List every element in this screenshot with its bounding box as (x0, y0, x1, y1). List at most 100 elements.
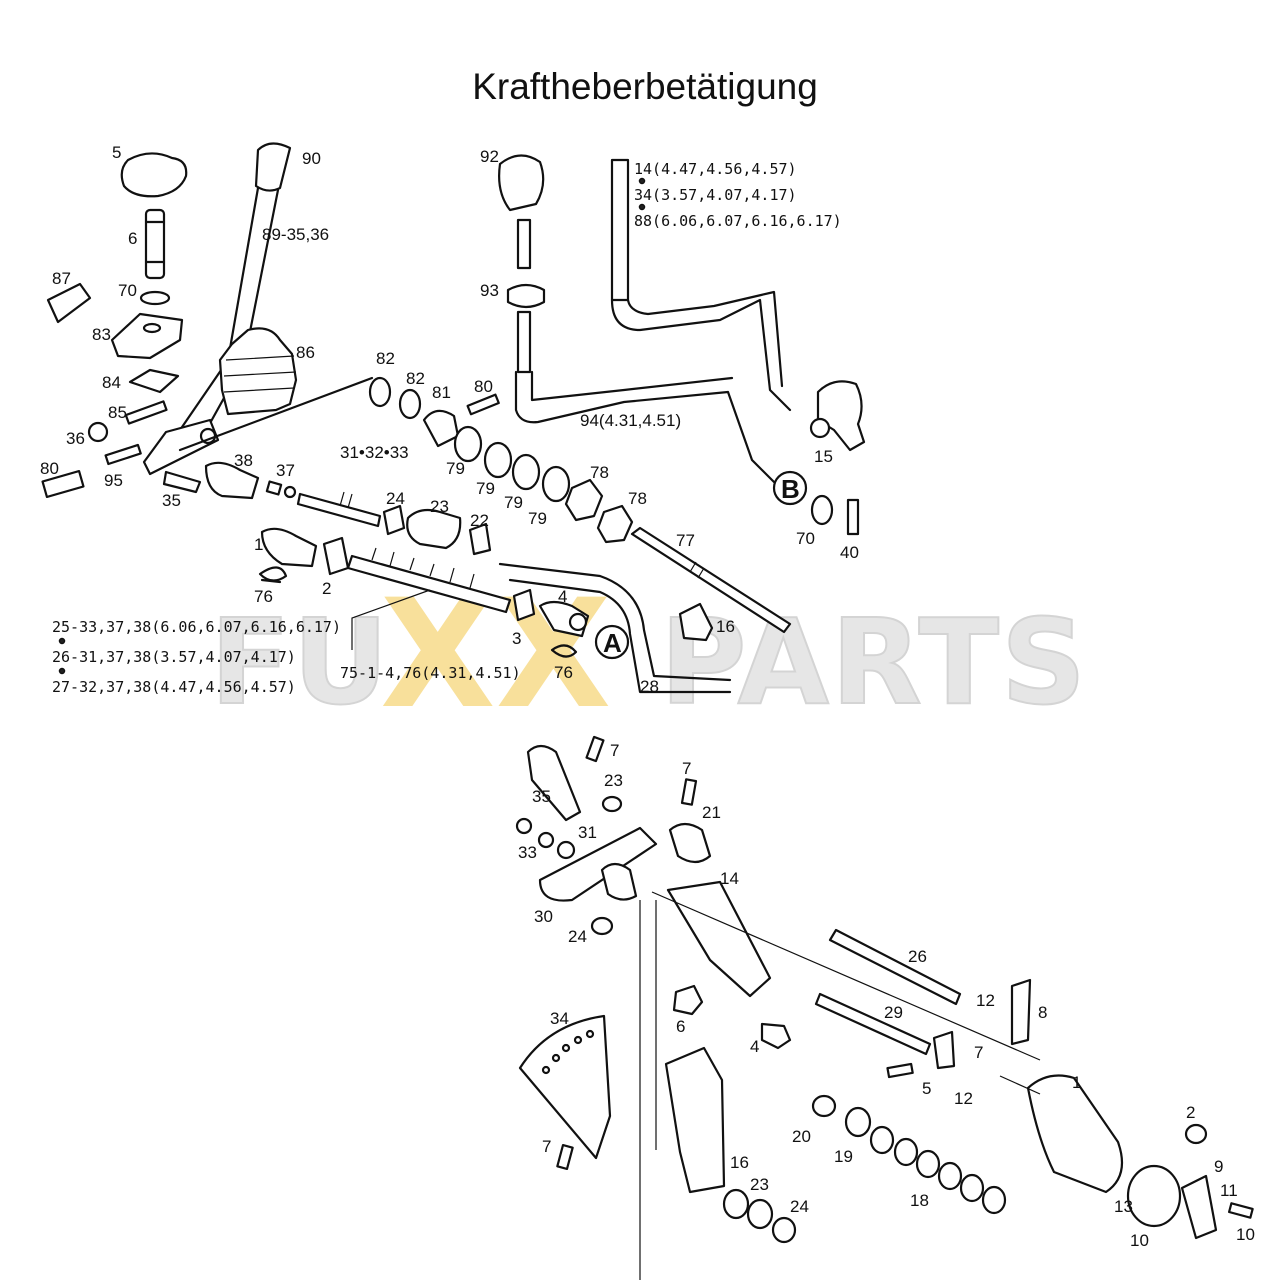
label-6: 6 (128, 229, 137, 248)
label-84: 84 (102, 373, 121, 392)
label-lower-5: 5 (922, 1079, 931, 1098)
note-top-2: 34(3.57,4.07,4.17) (634, 186, 797, 204)
watermark-right: PARTS (660, 593, 1088, 731)
label-lower-13: 13 (1114, 1197, 1133, 1216)
part-16-lower-lever (664, 1046, 726, 1194)
part-81-spacer (422, 409, 460, 448)
part-77-rod (630, 526, 792, 634)
part-6-nut (672, 984, 704, 1016)
part-80-sleeve (41, 469, 85, 499)
label-75-group: 75-1-4,76(4.31,4.51) (340, 664, 521, 682)
label-79d: 79 (528, 509, 547, 528)
label-79c: 79 (504, 493, 523, 512)
part-8-lever (1010, 978, 1032, 1046)
callout-B (772, 470, 808, 506)
part-37-washer (283, 485, 297, 499)
label-87: 87 (52, 269, 71, 288)
label-lower-35: 35 (532, 787, 551, 806)
label-85: 85 (108, 403, 127, 422)
part-23-sleeve (406, 508, 462, 550)
note-top-3: 88(6.06,6.07,6.16,6.17) (634, 212, 842, 230)
label-24: 24 (386, 489, 405, 508)
label-1: 1 (254, 535, 263, 554)
label-36: 36 (66, 429, 85, 448)
label-31-group: 31•32•33 (340, 443, 409, 462)
label-79b: 79 (476, 479, 495, 498)
part-1-knob (260, 527, 318, 568)
label-80-right: 80 (474, 377, 493, 396)
part-6-stud (144, 208, 166, 280)
label-lower-24b: 24 (790, 1197, 809, 1216)
callout-B-label: B (781, 474, 800, 504)
label-lower-6: 6 (676, 1017, 685, 1036)
watermark-mid: XX (380, 568, 611, 742)
label-4: 4 (558, 587, 567, 606)
lower-labels: 7 7 35 23 21 31 33 14 30 24 26 6 29 12 8… (518, 741, 1255, 1250)
label-78a: 78 (590, 463, 609, 482)
part-26-shaft (828, 928, 962, 1006)
label-79a: 79 (446, 459, 465, 478)
label-lower-2: 2 (1186, 1103, 1195, 1122)
upper-assembly: B A (41, 142, 866, 694)
label-lower-26: 26 (908, 947, 927, 966)
label-76-right: 76 (554, 663, 573, 682)
part-14-lower-bracket (666, 880, 772, 998)
part-22-nut (468, 522, 492, 556)
part-95-pin (104, 443, 142, 466)
part-35-lower-bracket (526, 744, 582, 822)
part-78-nut (564, 478, 604, 522)
part-29-shaft (814, 992, 932, 1056)
label-92: 92 (480, 147, 499, 166)
part-90-handle (254, 142, 292, 192)
label-lower-7c: 7 (974, 1043, 983, 1062)
label-35: 35 (162, 491, 181, 510)
part-1-housing (1026, 1074, 1124, 1194)
part-36-nut (87, 421, 109, 443)
callout-A-label: A (603, 628, 622, 658)
label-93: 93 (480, 281, 499, 300)
callout-A (594, 624, 630, 660)
part-18-washer-stack (811, 1094, 1007, 1215)
label-lower-31: 31 (578, 823, 597, 842)
label-22: 22 (470, 511, 489, 530)
part-14-lever (610, 158, 630, 302)
label-lower-8: 8 (1038, 1003, 1047, 1022)
label-89-group: 89-35,36 (262, 225, 329, 244)
label-lower-16: 16 (730, 1153, 749, 1172)
part-40-split-pin (846, 498, 860, 536)
label-2: 2 (322, 579, 331, 598)
label-78b: 78 (628, 489, 647, 508)
part-79-washer (453, 425, 483, 463)
part-2-bushing (1184, 1123, 1208, 1145)
part-24-nut (382, 504, 406, 536)
label-lower-34: 34 (550, 1009, 569, 1028)
label-lower-7b: 7 (682, 759, 691, 778)
diagram-title: Kraftheberbetätigung (472, 66, 818, 107)
label-lower-7a: 7 (610, 741, 619, 760)
label-82a: 82 (376, 349, 395, 368)
label-lower-4: 4 (750, 1037, 759, 1056)
note-left-3: 27-32,37,38(4.47,4.56,4.57) (52, 678, 296, 696)
label-lower-30: 30 (534, 907, 553, 926)
part-9-bracket (1180, 1174, 1218, 1240)
label-86: 86 (296, 343, 315, 362)
label-94-group: 94(4.31,4.51) (580, 411, 681, 430)
part-84-plate (128, 368, 180, 394)
label-lower-10b: 10 (1236, 1225, 1255, 1244)
upper-labels: 5 90 92 6 89-35,36 87 70 83 86 84 82 82 … (40, 143, 859, 696)
label-lower-23b: 23 (750, 1175, 769, 1194)
label-83: 83 (92, 325, 111, 344)
part-28-rod (498, 562, 732, 694)
label-lower-12a: 12 (976, 991, 995, 1010)
label-15: 15 (814, 447, 833, 466)
part-30-arm (538, 826, 658, 902)
part-35-bolt (162, 470, 202, 494)
label-40: 40 (840, 543, 859, 562)
label-37: 37 (276, 461, 295, 480)
part-3-nut (512, 588, 536, 622)
label-lower-12b: 12 (954, 1089, 973, 1108)
label-lower-1: 1 (1072, 1073, 1081, 1092)
label-lower-23a: 23 (604, 771, 623, 790)
